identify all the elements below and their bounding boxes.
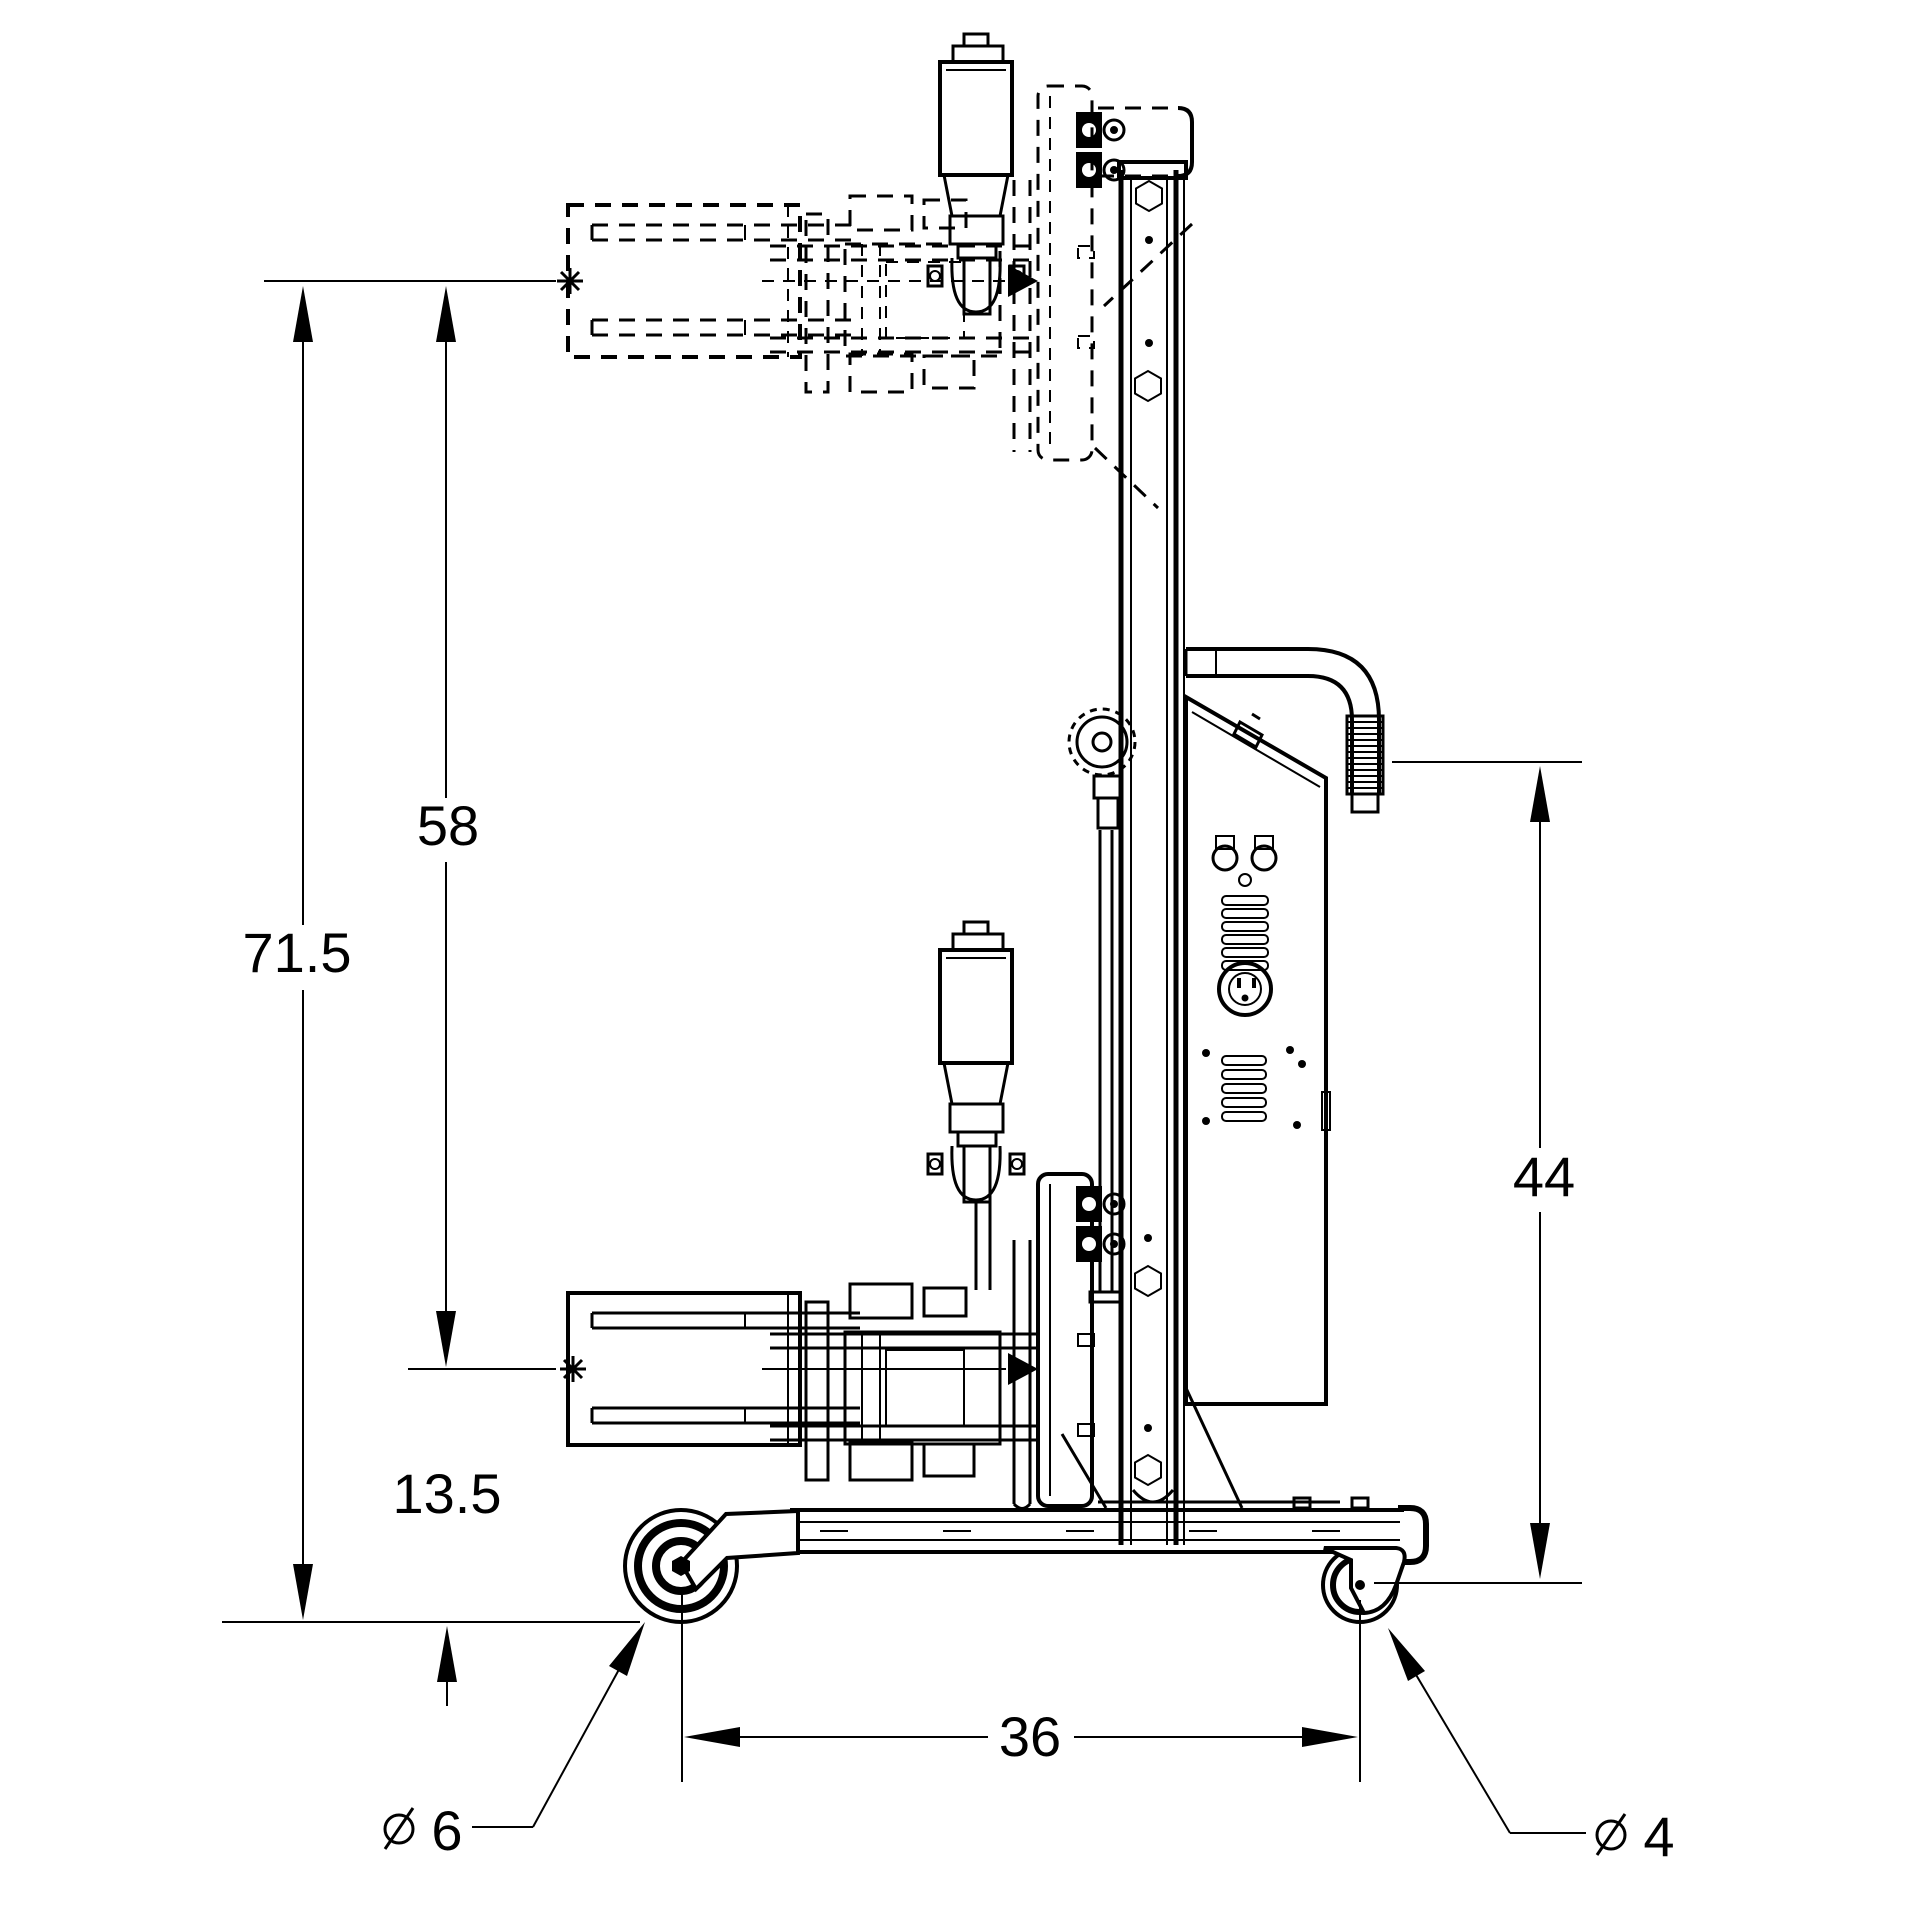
gusset — [1060, 1433, 1108, 1509]
dim-label-13-5: 13.5 — [393, 1462, 502, 1525]
caster-bracket — [1323, 1546, 1407, 1616]
toggle-switch — [1211, 844, 1239, 872]
dim-label-front-caster: 6 — [431, 1799, 462, 1862]
dim-label-36: 36 — [999, 1705, 1061, 1768]
arrowhead-right — [1302, 1727, 1358, 1747]
arrowhead-up — [437, 1626, 457, 1682]
machine — [566, 32, 1429, 1624]
base-frame — [788, 1496, 1429, 1565]
grip-end-cap — [1350, 792, 1380, 814]
arrowhead-down — [293, 1564, 313, 1620]
diameter-symbol — [383, 1813, 415, 1845]
axle-hub — [672, 1556, 690, 1576]
dim-wheelbase: 36 — [681, 1592, 1361, 1782]
dim-overall-height: 71.5 — [243, 286, 352, 1620]
fork-phantom — [566, 203, 860, 359]
gusset — [1184, 1387, 1244, 1509]
mast-bolt — [1134, 1264, 1162, 1298]
arrowhead-left — [684, 1727, 740, 1747]
toggle-cap — [1215, 835, 1235, 850]
lower-carriage — [566, 920, 1126, 1510]
arrowhead-up — [293, 286, 313, 342]
dim-handle-height: 44 — [1374, 761, 1582, 1584]
dim-label-71-5: 71.5 — [243, 921, 352, 984]
callout-front-caster: 6 — [383, 1622, 645, 1862]
clamp-mechanism-phantom — [770, 194, 1040, 394]
caster-bracket — [678, 1508, 800, 1593]
handle — [1184, 647, 1385, 814]
power-switch — [1232, 719, 1264, 750]
mast-bolt — [1135, 179, 1163, 213]
datum-asterisk — [557, 268, 583, 294]
clamp-motor — [926, 920, 1026, 1290]
dim-lowered-height: 13.5 — [393, 1462, 502, 1706]
mast — [1060, 160, 1344, 1545]
arrowhead — [1388, 1628, 1425, 1681]
dim-raised-height: 58 — [417, 286, 479, 1367]
mast-bolt — [1134, 369, 1162, 403]
callout-rear-caster: 4 — [1388, 1628, 1675, 1868]
upper-carriage-phantom — [566, 32, 1194, 510]
arrowhead — [609, 1622, 645, 1676]
clamp-mechanism — [770, 1282, 1040, 1482]
rear-caster — [1321, 1546, 1407, 1624]
handle-grip — [1345, 714, 1385, 814]
toggle-cap — [1254, 835, 1274, 850]
dim-label-44: 44 — [1513, 1145, 1575, 1208]
control-box-body — [1184, 693, 1328, 1406]
mast-bolt — [1134, 1453, 1162, 1487]
dim-label-rear-caster: 4 — [1643, 1805, 1674, 1868]
control-box — [1184, 693, 1331, 1406]
arrowhead-down — [436, 1311, 456, 1367]
arrowhead-down — [1530, 1523, 1550, 1579]
datum-asterisk — [560, 1356, 586, 1382]
fork-backrest — [566, 203, 802, 359]
base-end-cap — [1398, 1505, 1429, 1565]
axle-hub — [1355, 1580, 1365, 1590]
vent-slots-upper — [1221, 895, 1269, 971]
vent-slots-lower — [1221, 1055, 1267, 1122]
toggle-switch — [1250, 844, 1278, 872]
clamp-motor — [926, 32, 1026, 316]
carriage-plate — [1036, 84, 1094, 462]
arrowhead-up — [436, 286, 456, 342]
arrowhead-up — [1530, 766, 1550, 822]
level-pointer — [1008, 1353, 1038, 1385]
front-caster — [623, 1508, 800, 1624]
carriage-plate — [1036, 1172, 1094, 1508]
indicator-hole — [1238, 873, 1252, 887]
dim-label-58: 58 — [417, 794, 479, 857]
dimensions: 71.5 58 13.5 — [222, 268, 1675, 1868]
diameter-symbol — [1595, 1819, 1627, 1851]
power-outlet — [1217, 961, 1273, 1017]
